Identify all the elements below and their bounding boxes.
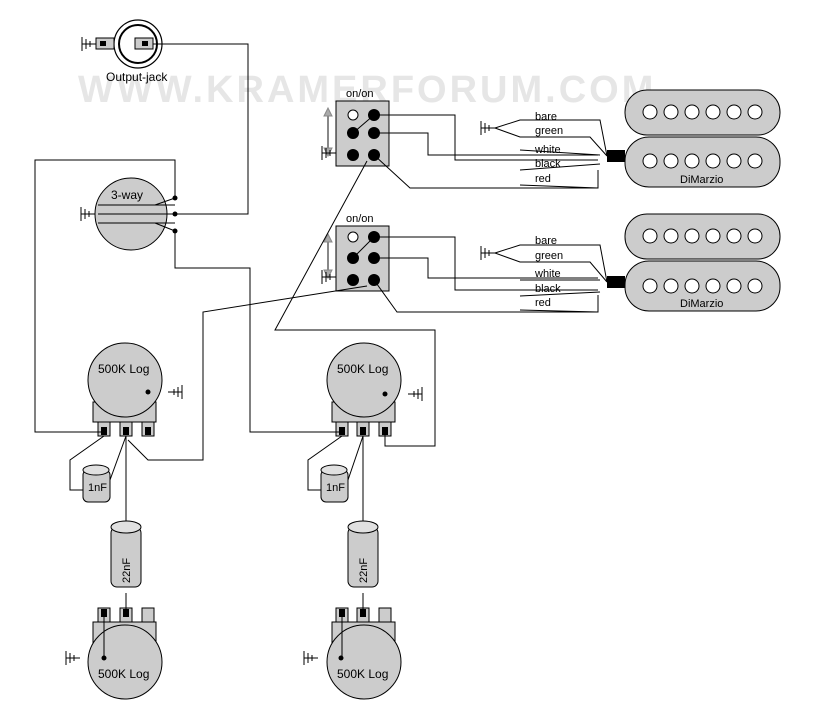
pole-piece <box>663 278 679 294</box>
pole-piece <box>747 104 763 120</box>
cap-tone-left: 22nF <box>110 520 142 588</box>
pole-piece <box>705 228 721 244</box>
selector-switch-label: 3-way <box>111 188 143 202</box>
pole-piece <box>642 104 658 120</box>
pole-piece <box>705 104 721 120</box>
mini-switch-top-label: on/on <box>346 88 374 100</box>
pole-piece <box>642 228 658 244</box>
mini-switch-top-toggle-arrow-icon <box>323 106 333 158</box>
pole-piece <box>663 153 679 169</box>
pole-piece <box>684 104 700 120</box>
pole-piece <box>705 153 721 169</box>
pickup-top-brand: DiMarzio <box>680 174 723 186</box>
pickup-bottom-brand: DiMarzio <box>680 298 723 310</box>
pole-piece <box>726 228 742 244</box>
pot-volume-left: 500K Log <box>87 342 183 437</box>
pot-tone-left-label: 500K Log <box>98 667 149 681</box>
mini-switch-bottom-toggle-arrow-icon <box>323 232 333 280</box>
cap-small-right: 1nF <box>320 464 349 503</box>
pot-tone-right-ground-icon <box>303 650 319 666</box>
pole-piece <box>684 153 700 169</box>
pot-volume-right: 500K Log <box>326 342 423 437</box>
pot-volume-left-label: 500K Log <box>98 362 149 376</box>
cap-tone-right: 22nF <box>347 520 379 588</box>
mini-switch-bottom-label: on/on <box>346 213 374 225</box>
pot-volume-right-ground-icon <box>407 386 423 402</box>
pickup-bottom-ground-icon <box>480 245 496 261</box>
cap-small-right-label: 1nF <box>326 482 345 494</box>
cap-small-left-label: 1nF <box>88 482 107 494</box>
pole-piece <box>726 153 742 169</box>
pickup-bottom: DiMarzio bare green white black red <box>480 213 781 312</box>
selector-ground-icon <box>80 206 96 222</box>
selector-switch: 3-way <box>80 177 178 251</box>
pickup-top-wire-label: bare <box>535 111 557 123</box>
pole-piece <box>747 228 763 244</box>
pole-piece <box>642 278 658 294</box>
pole-piece <box>684 278 700 294</box>
pole-piece <box>663 104 679 120</box>
pole-piece <box>747 153 763 169</box>
pot-tone-right: 500K Log <box>303 607 402 700</box>
pole-piece <box>663 228 679 244</box>
pickup-top-poles <box>642 104 763 169</box>
pole-piece <box>747 278 763 294</box>
pole-piece <box>642 153 658 169</box>
pickup-bottom-wire-label: green <box>535 250 563 262</box>
pickup-top-wire-label: white <box>534 144 561 156</box>
cap-tone-right-label: 22nF <box>358 558 370 583</box>
pot-tone-left-ground-icon <box>65 650 81 666</box>
pot-volume-left-ground-icon <box>167 384 183 400</box>
pickup-bottom-wire-label: white <box>534 268 561 280</box>
pole-piece <box>684 228 700 244</box>
pole-piece <box>705 278 721 294</box>
output-jack-label: Output-jack <box>106 70 168 84</box>
pickup-top-wire-label: green <box>535 125 563 137</box>
cap-tone-left-label: 22nF <box>121 558 133 583</box>
pot-volume-right-label: 500K Log <box>337 362 388 376</box>
pickup-bottom-wire-label: black <box>535 283 561 295</box>
wires <box>34 43 608 658</box>
pickup-bottom-poles <box>642 228 763 294</box>
pickup-bottom-wire-label: red <box>535 297 551 309</box>
pickup-top-wire-label: red <box>535 173 551 185</box>
pot-tone-left: 500K Log <box>65 607 163 700</box>
pot-tone-right-label: 500K Log <box>337 667 388 681</box>
pole-piece <box>726 104 742 120</box>
pickup-bottom-wire-label: bare <box>535 235 557 247</box>
jack-ground-icon <box>81 36 97 52</box>
cap-small-left: 1nF <box>82 464 111 503</box>
pickup-top-ground-icon <box>480 120 496 136</box>
pole-piece <box>726 278 742 294</box>
